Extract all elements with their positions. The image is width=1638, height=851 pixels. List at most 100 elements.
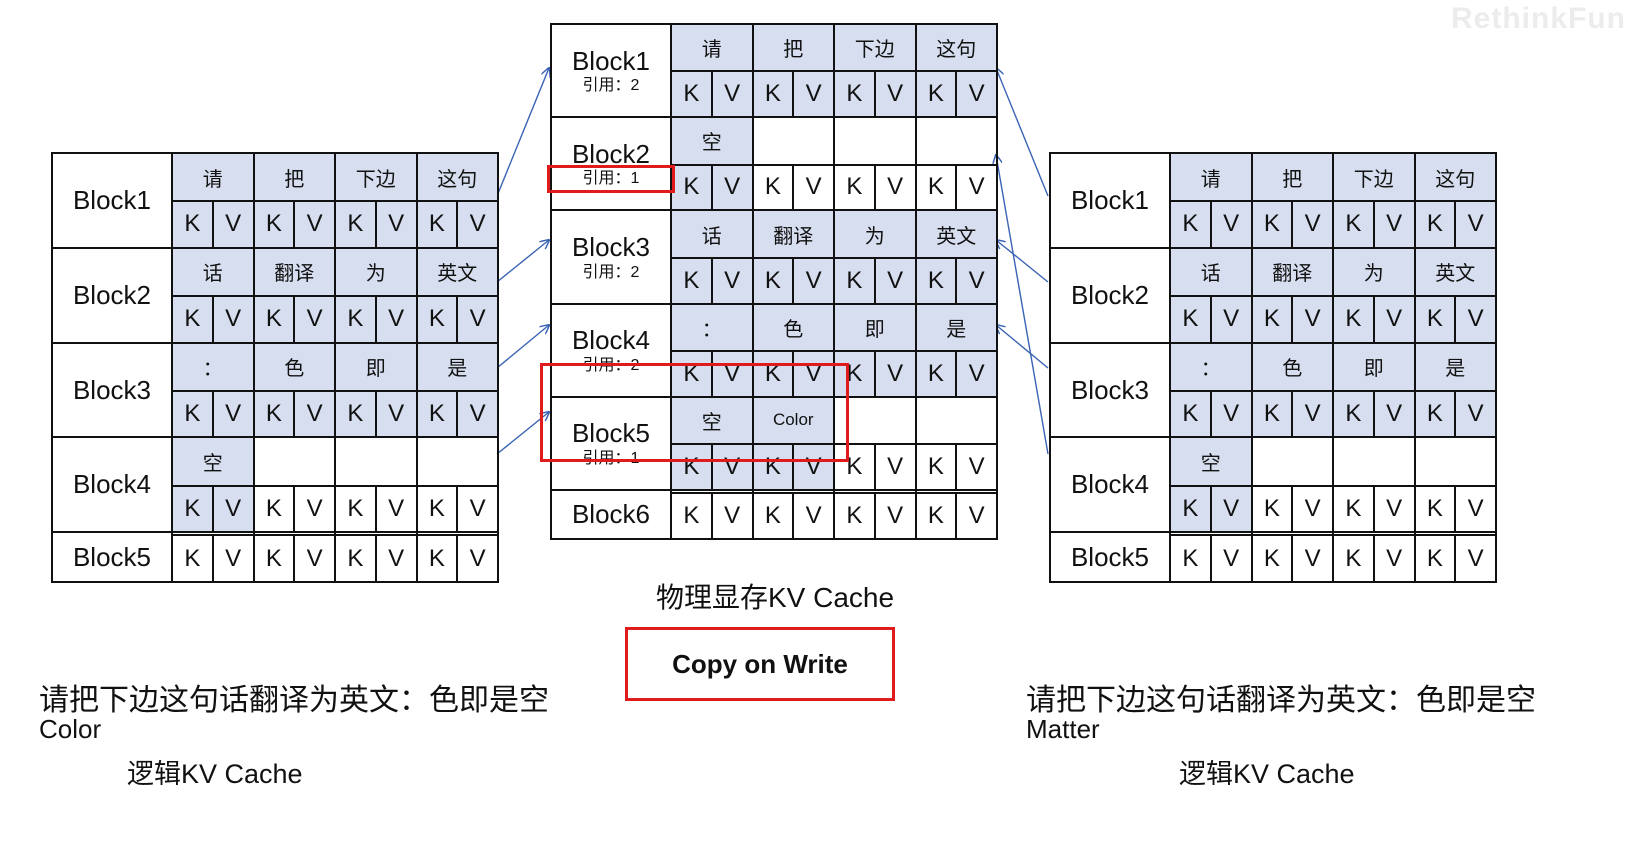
block-name-cell: Block5 <box>1049 531 1171 583</box>
key-cell: K <box>751 256 795 305</box>
token-cell: 翻译 <box>1250 246 1334 297</box>
value-cell: V <box>1291 200 1334 249</box>
right-prompt: 请把下边这句话翻译为英文：色即是空 <box>1026 684 1536 717</box>
ref-count: 引用：1 <box>552 450 670 468</box>
key-cell: K <box>833 443 876 492</box>
block-row: Block5 <box>51 531 499 583</box>
token-cell: 下边 <box>334 151 418 203</box>
key-cell: K <box>1332 534 1375 583</box>
token-cell: ： <box>171 341 255 392</box>
key-cell: K <box>833 163 876 212</box>
token-cell <box>415 436 499 487</box>
ref-label: 引用： <box>582 263 631 281</box>
value-cell: V <box>1291 294 1334 344</box>
token-cell <box>171 531 255 537</box>
token-cell <box>833 116 917 166</box>
key-cell: K <box>334 200 377 249</box>
token-cell: 空 <box>670 395 754 446</box>
value-cell: V <box>955 256 998 305</box>
key-cell: K <box>751 70 795 119</box>
copy-on-write-label: Copy on Write <box>672 648 848 679</box>
token-cell <box>252 436 336 487</box>
token-cell <box>1413 531 1497 537</box>
value-cell: V <box>710 256 754 305</box>
token-cell: 空 <box>670 116 754 166</box>
value-cell: V <box>792 349 835 398</box>
value-cell: V <box>211 484 255 534</box>
arrow-right-block2 <box>996 240 1049 283</box>
block-name: Block1 <box>571 45 651 76</box>
key-cell: K <box>1332 389 1375 439</box>
key-cell: K <box>1413 200 1457 249</box>
key-cell: K <box>914 70 958 119</box>
token-cell: 空 <box>171 436 255 487</box>
value-cell: V <box>1454 484 1497 534</box>
key-cell: K <box>751 163 795 212</box>
key-cell: K <box>670 70 713 119</box>
key-cell: K <box>334 534 377 583</box>
token-cell: 把 <box>252 151 336 203</box>
value-cell: V <box>374 484 418 534</box>
token-cell: 请 <box>670 22 754 73</box>
value-cell: V <box>456 534 499 583</box>
value-cell: V <box>211 200 255 249</box>
block-name-cell: Block4 <box>1049 436 1171 534</box>
key-cell: K <box>751 492 795 540</box>
block-name-cell: Block3 <box>51 341 173 439</box>
token-cell <box>1332 436 1416 487</box>
key-cell: K <box>415 534 459 583</box>
ref-label: 引用： <box>582 77 631 95</box>
token-cell: 话 <box>1169 246 1253 297</box>
key-cell: K <box>1413 294 1457 344</box>
ref-count: 引用：1 <box>547 165 675 193</box>
key-cell: K <box>171 534 214 583</box>
value-cell: V <box>955 492 998 540</box>
token-cell <box>252 531 336 537</box>
value-cell: V <box>374 294 418 344</box>
key-cell: K <box>751 349 795 398</box>
value-cell: V <box>211 389 255 439</box>
ref-value: 1 <box>630 449 640 467</box>
value-cell: V <box>873 256 917 305</box>
block-name-cell: Block5 <box>51 531 173 583</box>
value-cell: V <box>955 163 998 212</box>
key-cell: K <box>415 484 459 534</box>
token-cell: 这句 <box>914 22 998 73</box>
ref-count: 引用：2 <box>552 264 670 282</box>
value-cell: V <box>293 484 336 534</box>
value-cell: V <box>293 294 336 344</box>
ref-label: 引用： <box>582 449 631 467</box>
token-cell: 这句 <box>415 151 499 203</box>
token-cell: ： <box>1169 341 1253 392</box>
value-cell: V <box>374 200 418 249</box>
token-cell: 即 <box>833 302 917 352</box>
copied-block-highlight <box>540 363 849 462</box>
token-cell: 是 <box>914 302 998 352</box>
token-cell: 把 <box>1250 151 1334 203</box>
left-title: 逻辑KV Cache <box>127 759 303 789</box>
key-cell: K <box>334 389 377 439</box>
token-cell <box>751 489 835 495</box>
value-cell: V <box>1454 294 1497 344</box>
block-name: Block1 <box>72 185 152 216</box>
key-cell: K <box>252 484 296 534</box>
token-cell <box>914 489 998 495</box>
token-cell: Color <box>751 395 835 446</box>
block-name-cell: Block1 <box>1049 152 1171 249</box>
value-cell: V <box>710 349 754 398</box>
value-cell: V <box>1291 484 1334 534</box>
value-cell: V <box>1209 200 1253 249</box>
